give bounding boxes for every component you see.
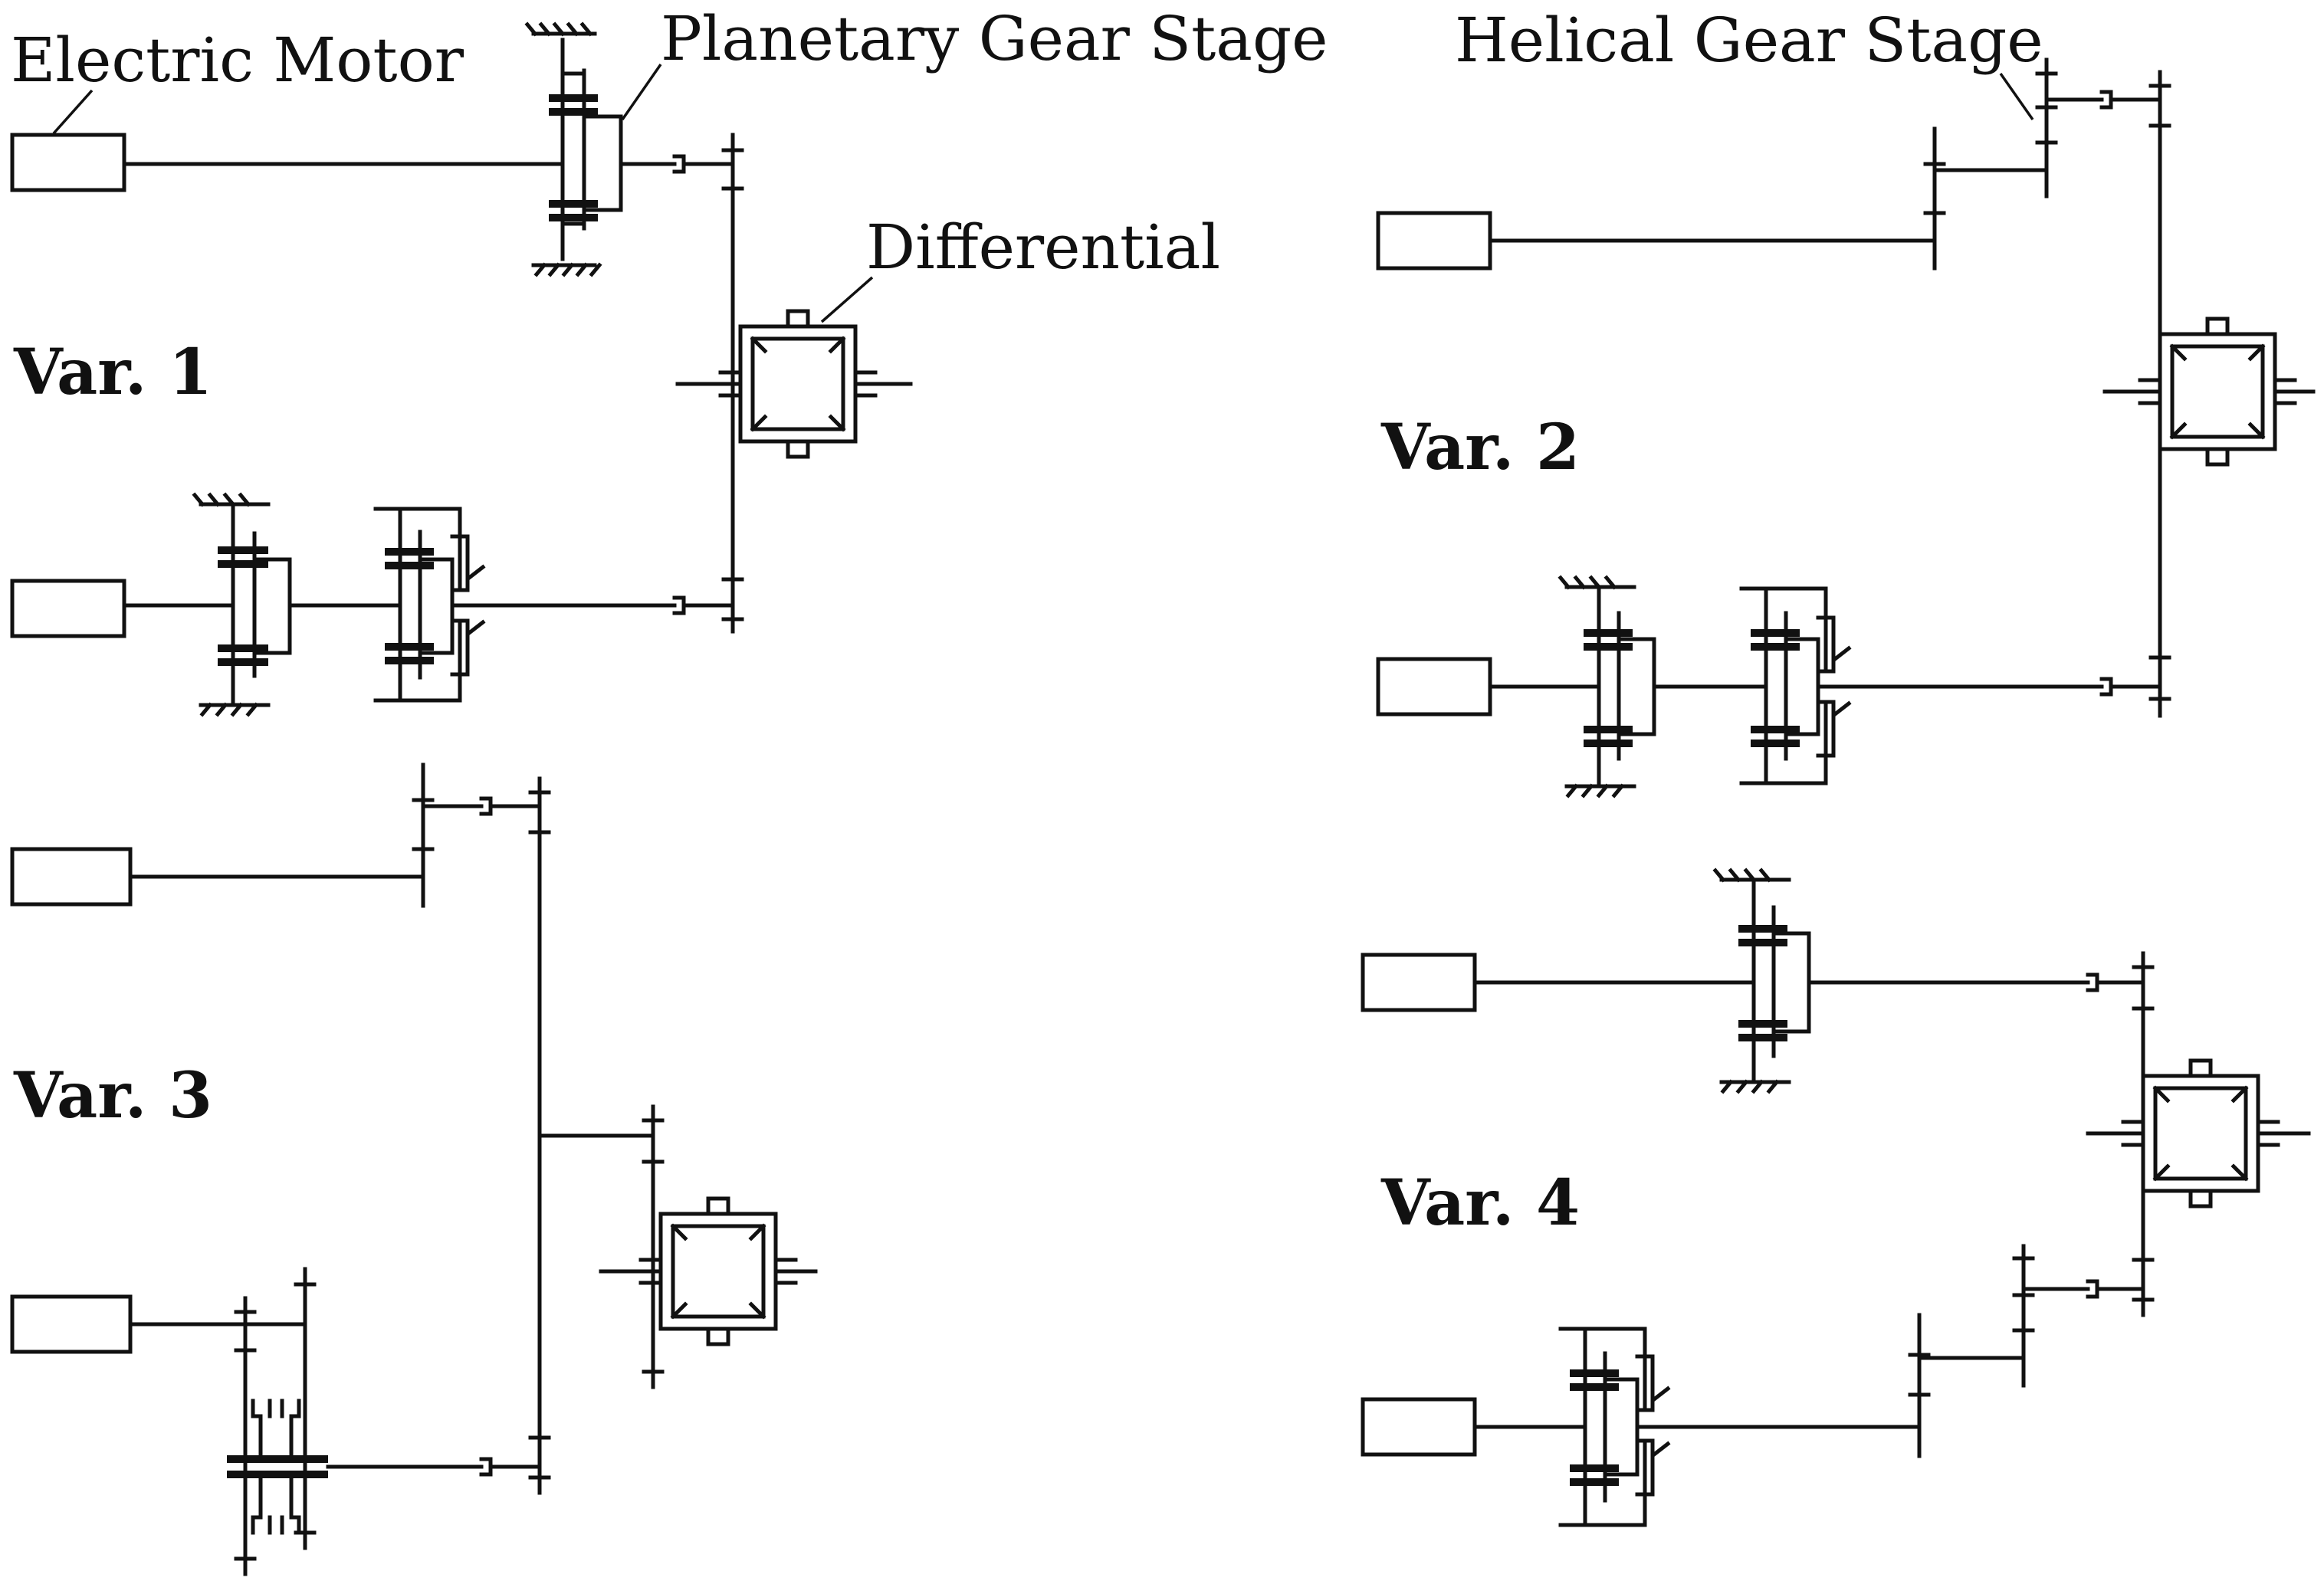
label-planetary-gear-stage: Planetary Gear Stage xyxy=(661,3,1328,74)
label-differential: Differential xyxy=(866,212,1220,283)
electric-motor-3b xyxy=(10,1294,133,1354)
differential-1 xyxy=(675,309,913,459)
variant-label-2: Var. 2 xyxy=(1380,411,1580,484)
variant-label-1: Var. 1 xyxy=(13,336,212,409)
label-helical-gear-stage: Helical Gear Stage xyxy=(1455,5,2043,76)
label-electric-motor: Electric Motor xyxy=(11,25,464,96)
two-speed-helical-stage-3 xyxy=(227,1267,484,1576)
electric-motor-2b xyxy=(1376,657,1492,717)
variant-2-schematic xyxy=(1376,57,2316,799)
variant-3-schematic xyxy=(10,762,818,1576)
variant-1-schematic xyxy=(10,21,913,717)
helical-gear-stage-2a xyxy=(1923,57,2162,271)
planetary-gear-stage-4a xyxy=(1712,867,2145,1094)
planetary-gear-stage-2b xyxy=(1558,575,1768,799)
helical-gear-stage-4 xyxy=(1908,1244,2090,1458)
differential-2 xyxy=(2102,316,2316,467)
electric-motor-4b xyxy=(1361,1397,1477,1457)
shiftable-planetary-stage-4 xyxy=(1558,1327,1922,1527)
leader-planetary-gear-stage xyxy=(621,64,662,120)
planetary-gear-stage-1b xyxy=(192,492,402,717)
leader-differential xyxy=(820,276,874,323)
electric-motor-1a xyxy=(10,133,126,192)
planetary-gear-stage-1a xyxy=(524,21,735,277)
electric-motor-2a xyxy=(1376,211,1492,271)
leader-helical-gear-stage xyxy=(1999,72,2034,121)
electric-motor-4a xyxy=(1361,953,1477,1012)
differential-3 xyxy=(599,1196,818,1346)
electric-motor-3a xyxy=(10,847,133,907)
variant-4-schematic xyxy=(1361,867,2311,1527)
shiftable-planetary-stage-1 xyxy=(373,507,677,703)
leader-electric-motor xyxy=(52,89,94,135)
electric-motor-1b xyxy=(10,579,126,638)
variant-label-3: Var. 3 xyxy=(13,1059,212,1133)
differential-4 xyxy=(2086,1058,2311,1208)
helical-gear-stage-3a xyxy=(412,762,542,908)
shiftable-planetary-stage-2 xyxy=(1739,586,2104,785)
variant-label-4: Var. 4 xyxy=(1380,1166,1580,1240)
